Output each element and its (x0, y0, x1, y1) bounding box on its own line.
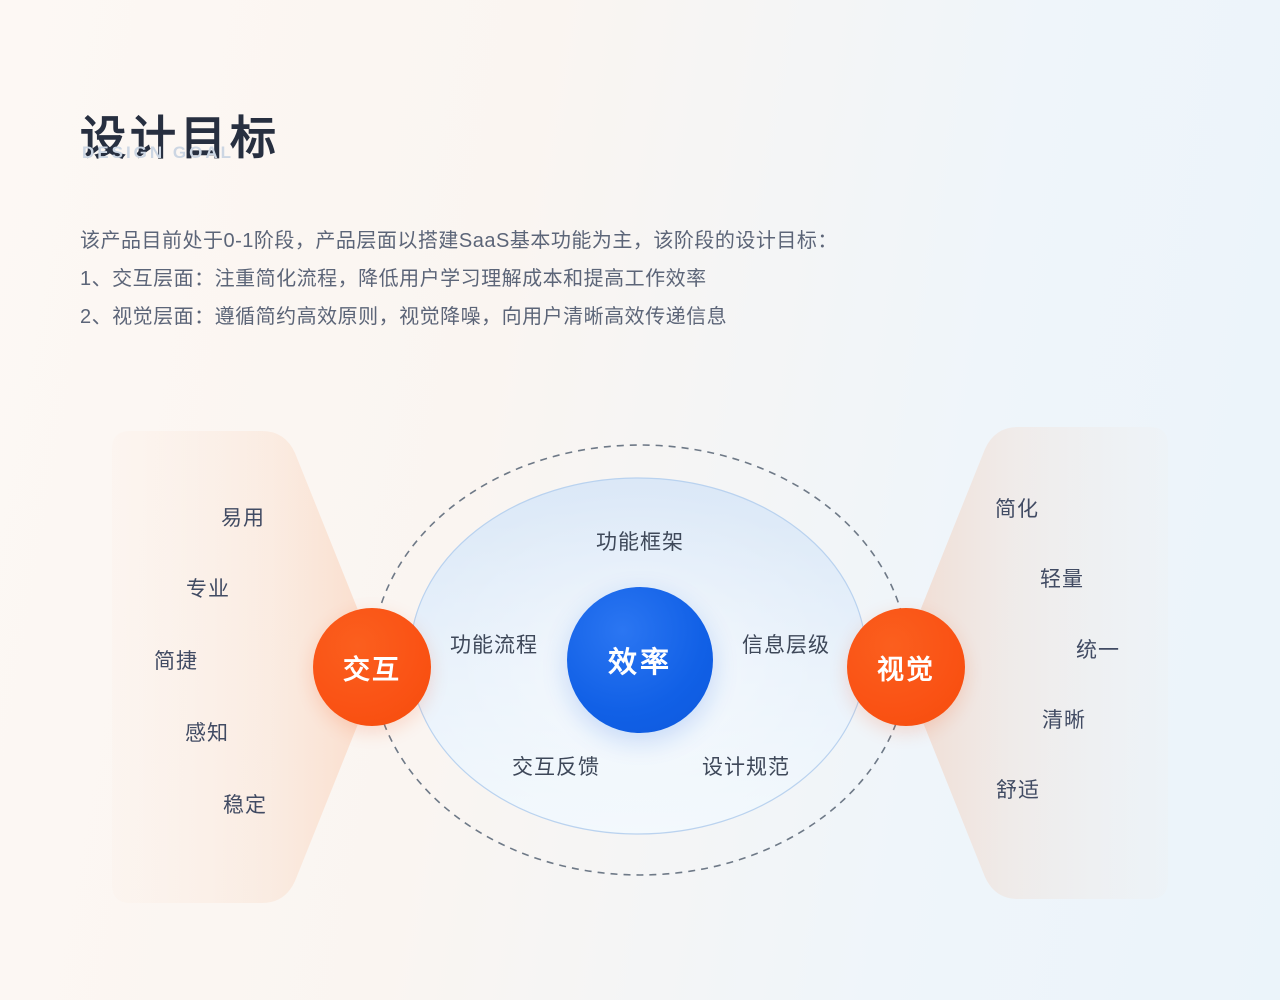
right-keyword-simplify: 简化 (995, 498, 1039, 521)
inner-label-info-hierarchy: 信息层级 (742, 634, 830, 657)
page-title: 设计目标 (80, 111, 280, 164)
inner-label-function-flow: 功能流程 (450, 634, 538, 657)
left-gradient-wedge (112, 431, 375, 903)
right-gradient-wedge (905, 427, 1168, 899)
interaction-node-label: 交互 (343, 654, 401, 685)
inner-label-interaction-feedback: 交互反馈 (512, 756, 600, 779)
left-keyword-perception: 感知 (185, 722, 229, 745)
left-keyword-easy-to-use: 易用 (221, 507, 265, 530)
intro-line-2: 1、交互层面：注重简化流程，降低用户学习理解成本和提高工作效率 (80, 268, 707, 290)
visual-node-label: 视觉 (877, 654, 935, 685)
intro-paragraph: 该产品目前处于0-1阶段，产品层面以搭建SaaS基本功能为主，该阶段的设计目标：… (80, 222, 980, 336)
interaction-node: 交互 (313, 608, 431, 726)
inner-label-design-spec: 设计规范 (702, 756, 790, 779)
inner-label-function-framework: 功能框架 (596, 531, 684, 554)
efficiency-node: 效率 (567, 587, 713, 733)
right-keyword-lightweight: 轻量 (1040, 568, 1084, 591)
intro-line-3: 2、视觉层面：遵循简约高效原则，视觉降噪，向用户清晰高效传递信息 (80, 306, 728, 328)
visual-node: 视觉 (847, 608, 965, 726)
right-keyword-comfortable: 舒适 (996, 779, 1040, 802)
right-keyword-unified: 统一 (1076, 639, 1120, 662)
page-subtitle: DESIGN GOAL (82, 143, 235, 162)
left-keyword-simple: 简捷 (154, 650, 198, 673)
left-keyword-stable: 稳定 (223, 794, 267, 817)
left-keyword-professional: 专业 (186, 578, 230, 601)
efficiency-node-label: 效率 (607, 647, 672, 679)
right-keyword-clear: 清晰 (1042, 709, 1086, 732)
intro-line-1: 该产品目前处于0-1阶段，产品层面以搭建SaaS基本功能为主，该阶段的设计目标： (80, 230, 838, 252)
